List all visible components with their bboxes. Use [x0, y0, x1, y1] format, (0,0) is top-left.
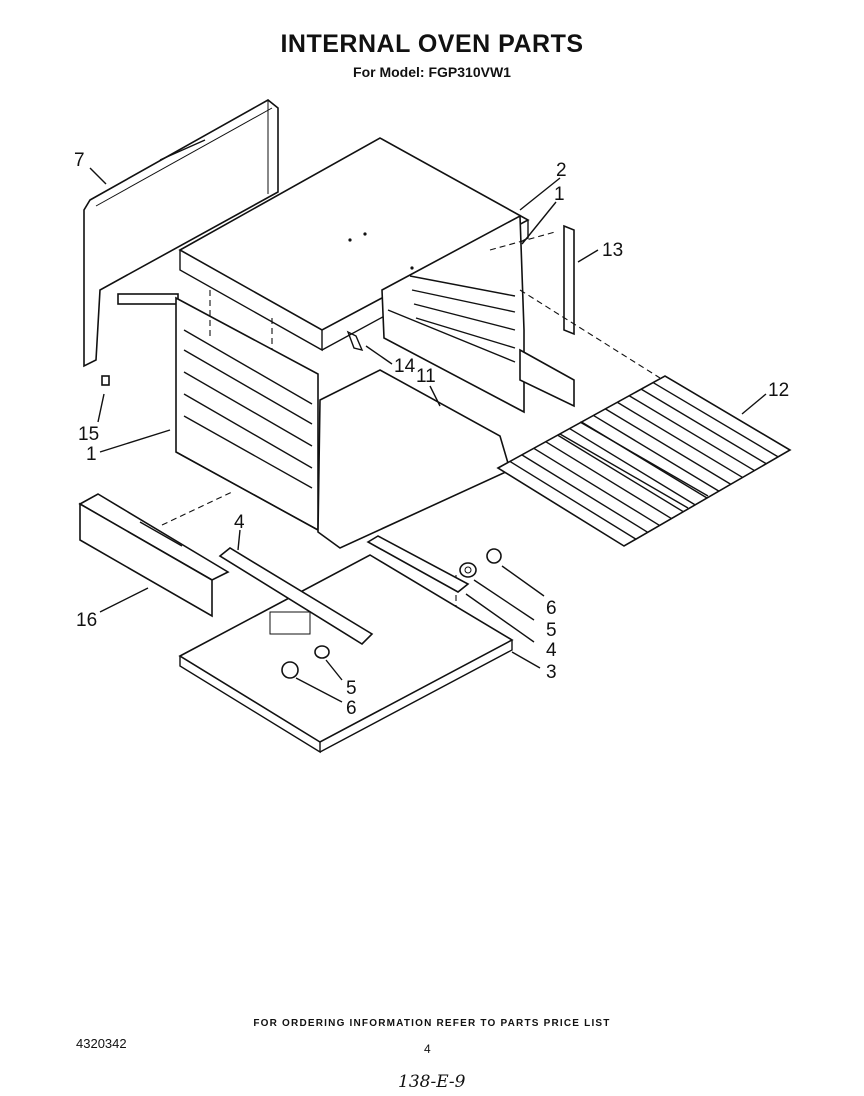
part-3-bottom-pan [178, 554, 514, 754]
callout-7: 7 [74, 150, 85, 171]
callout-5-upper: 5 [546, 620, 557, 641]
model-subtitle: For Model: FGP310VW1 [353, 64, 511, 80]
callout-5-lower: 5 [346, 678, 357, 699]
part-1-left-side-panel [175, 290, 339, 541]
rack-wire [593, 414, 720, 492]
part-4-runner-left [218, 547, 374, 646]
callout-1-lower: 1 [86, 444, 97, 465]
callout-1-upper: 1 [554, 184, 565, 205]
part-5-bearing-left [314, 645, 330, 659]
callout-15: 15 [78, 424, 99, 445]
rack-wire [509, 460, 637, 540]
callout-11: 11 [416, 366, 436, 387]
rack-wire [652, 381, 779, 458]
part-12-oven-rack [496, 375, 792, 547]
part-6-knob-right [486, 548, 502, 564]
page-title: INTERNAL OVEN PARTS [280, 30, 584, 58]
part-13-side-rail [563, 224, 575, 336]
part-4-runner-right [366, 535, 470, 593]
callout-6-upper: 6 [546, 598, 557, 619]
callout-12: 12 [768, 380, 789, 401]
part-6-knob-left [281, 661, 299, 679]
part-5-bearing-right [459, 562, 477, 578]
part-15-screw [101, 375, 110, 386]
rack-wire [616, 401, 743, 479]
callout-13: 13 [602, 240, 623, 261]
callout-3: 3 [546, 662, 557, 683]
rack-wire [533, 447, 660, 527]
rack-wire [545, 441, 672, 520]
callout-2: 2 [556, 160, 567, 181]
callout-4-upper: 4 [234, 512, 245, 533]
part-16-front-trim [78, 493, 230, 618]
rack-wire [604, 408, 732, 485]
rack-wire [569, 427, 696, 506]
callout-16: 16 [76, 610, 97, 631]
callout-14: 14 [394, 356, 416, 377]
callout-6-lower: 6 [346, 698, 357, 719]
part-2-liner-top [178, 137, 530, 352]
rack-wire [557, 434, 684, 513]
leader-lines [89, 167, 767, 703]
part-1-right-side-panel [381, 214, 575, 414]
part-14-clip [346, 330, 364, 352]
ordering-note: FOR ORDERING INFORMATION REFER TO PARTS … [253, 1018, 611, 1029]
handwritten-note: 138-E-9 [398, 1072, 466, 1092]
part-11-oven-bottom [317, 369, 511, 549]
rack-wire [521, 454, 649, 533]
document-number: 4320342 [76, 1036, 127, 1051]
callout-4-lower: 4 [546, 640, 557, 661]
rack-wire [628, 395, 755, 472]
page-number: 4 [424, 1042, 431, 1056]
rack-wire [640, 388, 767, 465]
